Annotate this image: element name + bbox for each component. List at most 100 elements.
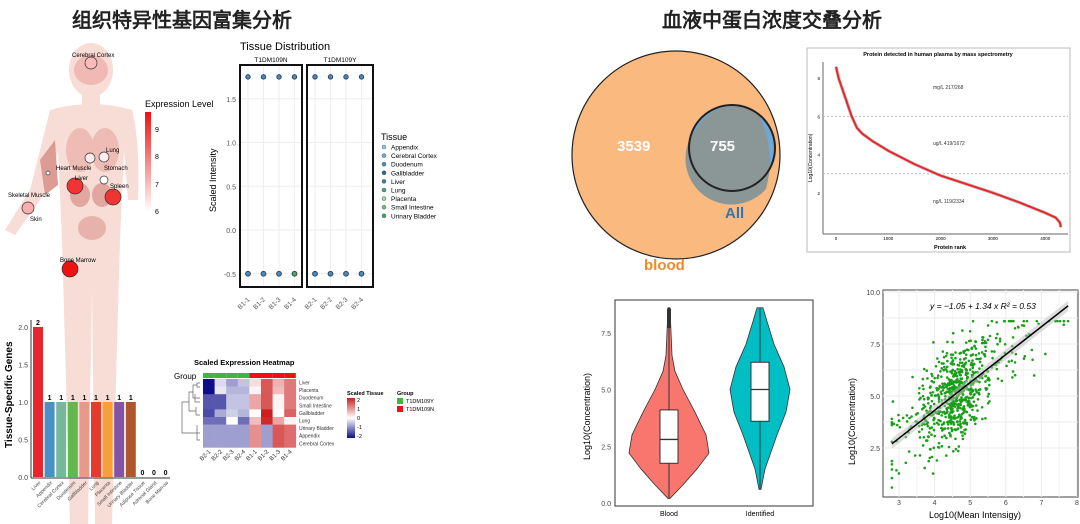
legend-label: Liver: [391, 179, 406, 186]
data-point: [1009, 319, 1013, 323]
bar: [102, 402, 113, 477]
heatmap-cell: [214, 394, 227, 403]
y-tick-label: 7.5: [870, 342, 880, 349]
data-point: [995, 367, 999, 371]
data-point: [1030, 348, 1034, 352]
data-point: [939, 370, 942, 373]
data-point: [986, 395, 990, 398]
data-point: [986, 324, 990, 327]
heatmap-cell: [261, 432, 273, 441]
data-point: [942, 368, 945, 372]
data-point: [943, 427, 947, 430]
x-tick-label: 1000: [883, 236, 894, 241]
data-point: [953, 417, 956, 420]
expression-tick: 9: [155, 127, 159, 134]
data-point: [1022, 319, 1026, 323]
data-point: [998, 337, 1002, 341]
data-point: [991, 356, 994, 360]
data-point: [963, 428, 966, 432]
data-point: [933, 422, 936, 426]
heatmap-cell: [226, 401, 239, 410]
data-point: [967, 348, 970, 352]
data-point: [955, 378, 959, 382]
data-point: [937, 397, 941, 401]
bar: [79, 402, 90, 477]
data-point: [984, 349, 988, 353]
data-point: [969, 363, 973, 367]
data-point: [961, 408, 965, 411]
data-point: [994, 336, 998, 340]
data-point: [245, 270, 251, 277]
data-point: [1011, 376, 1014, 379]
group-legend-swatch: [397, 398, 403, 404]
expression-tick: 7: [155, 182, 159, 189]
data-point: [961, 437, 965, 441]
data-point: [959, 430, 963, 434]
data-point: [974, 347, 978, 350]
heatmap-cell: [226, 409, 239, 418]
y-tick-label: -0.5: [224, 272, 236, 279]
data-point: [950, 411, 953, 414]
data-point: [921, 384, 925, 387]
data-point: [921, 394, 925, 398]
data-point: [905, 420, 909, 423]
data-point: [926, 377, 929, 380]
data-point: [969, 387, 973, 390]
tissue-label: Skeletal Muscle: [8, 193, 51, 199]
data-point: [921, 377, 925, 381]
data-point: [291, 270, 298, 277]
x-tick-label: Identified: [746, 511, 775, 518]
data-point: [946, 340, 949, 344]
data-point: [935, 386, 938, 390]
data-point: [956, 406, 960, 410]
group-legend-swatch: [397, 406, 403, 412]
data-point: [959, 406, 962, 410]
data-point: [920, 427, 924, 431]
data-point: [957, 415, 961, 418]
row-label: Gallbladder: [299, 411, 325, 417]
tissue-label: Stomach: [104, 166, 128, 172]
data-point: [948, 387, 951, 391]
data-point: [964, 361, 968, 364]
data-point: [990, 350, 994, 353]
data-point: [1017, 326, 1020, 329]
heatmap-cell: [284, 394, 297, 403]
data-point: [892, 422, 896, 426]
data-point: [923, 423, 927, 426]
data-point: [969, 418, 973, 422]
data-point: [925, 369, 929, 373]
data-point: [956, 367, 959, 371]
data-point: [949, 362, 953, 365]
data-point: [939, 390, 943, 394]
data-point: [941, 350, 945, 353]
data-point: [929, 385, 932, 388]
heatmap-cell: [249, 379, 262, 387]
bar-value-label: 2: [36, 320, 40, 327]
data-point: [927, 435, 930, 439]
data-point: [985, 387, 989, 390]
row-label: Small Intestine: [299, 403, 332, 409]
heatmap-cell: [226, 424, 239, 433]
heatmap-cell: [237, 394, 250, 403]
scale-tick: 0: [357, 416, 360, 422]
expression-tick: 6: [155, 209, 159, 216]
heatmap-cell: [249, 432, 262, 441]
data-point: [984, 417, 987, 420]
concentration-curve: [835, 66, 1062, 228]
data-point: [937, 412, 941, 415]
rank-chart-frame: [806, 47, 1071, 253]
heatmap-cell: [284, 379, 297, 387]
data-point: [976, 409, 979, 412]
data-point: [976, 397, 980, 401]
data-point: [958, 373, 962, 377]
data-point: [971, 319, 975, 323]
data-point: [358, 270, 365, 277]
data-point: [943, 434, 946, 437]
row-label: Urinary Bladder: [299, 426, 334, 432]
data-point: [932, 446, 936, 450]
data-point: [932, 402, 936, 406]
group-bar-cell: [272, 373, 285, 378]
data-point: [981, 335, 984, 339]
data-point: [914, 413, 918, 416]
data-point: [926, 424, 930, 428]
